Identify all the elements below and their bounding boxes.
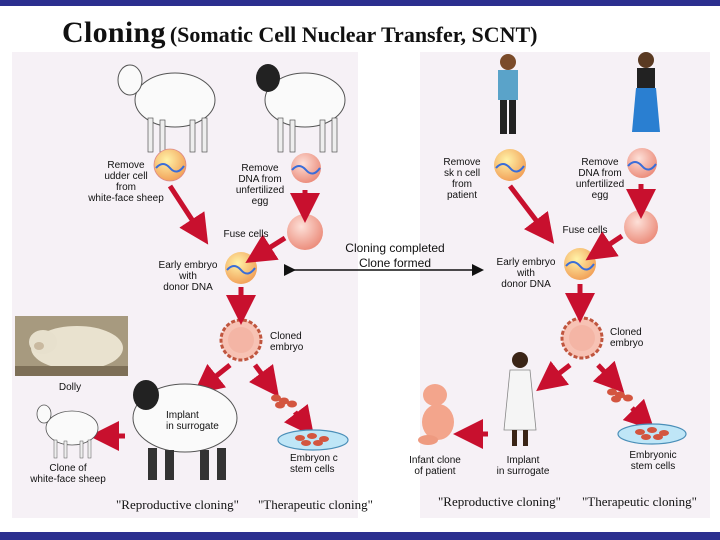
cloned-embryo-left	[219, 318, 263, 362]
title-sub: (Somatic Cell Nuclear Transfer, SCNT)	[169, 22, 538, 47]
slide-title: Cloning (Somatic Cell Nuclear Transfer, …	[62, 16, 537, 50]
white-face-sheep-illustration	[117, 64, 216, 153]
caption-reproductive-right: "Reproductive cloning"	[438, 494, 561, 509]
bottom-frame-bar	[0, 532, 720, 540]
dolly-photo	[15, 316, 128, 376]
early-embryo-right	[564, 248, 596, 280]
female-egg-donor-illustration	[632, 52, 660, 132]
enucleated-egg-right	[624, 210, 658, 244]
enucleated-egg-left	[287, 214, 323, 250]
cell-cluster-right	[607, 388, 633, 403]
cloned-embryo-right	[560, 316, 604, 360]
label-fuse-cells-left: Fuse cells	[223, 229, 269, 240]
caption-therapeutic-right: "Therapeutic cloning"	[582, 494, 697, 509]
label-dolly: Dolly	[58, 382, 82, 393]
petri-dish-left	[277, 429, 349, 451]
petri-dish-right	[617, 423, 687, 445]
title-main: Cloning	[62, 16, 166, 49]
surrogate-woman-illustration	[503, 352, 537, 446]
caption-therapeutic-left: "Therapeutic cloning"	[258, 497, 373, 512]
clone-sheep-left	[36, 404, 99, 459]
udder-cell-left	[153, 148, 187, 182]
label-cloning-completed: Cloning completed	[345, 241, 445, 255]
left-process-arrows	[89, 184, 320, 451]
cell-cluster-left	[271, 394, 297, 409]
male-patient-illustration	[498, 54, 518, 134]
right-process-arrows	[453, 184, 656, 449]
label-clone-formed: Clone formed	[358, 256, 432, 270]
skin-cell-right	[494, 149, 526, 181]
unfertilized-egg-left	[291, 153, 321, 183]
surrogate-sheep-left	[132, 380, 238, 480]
black-face-sheep-illustration	[256, 64, 346, 153]
infant-clone-illustration	[418, 384, 454, 445]
early-embryo-left	[225, 252, 257, 284]
unfertilized-egg-right	[627, 148, 657, 178]
caption-reproductive-left: "Reproductive cloning"	[116, 497, 239, 512]
top-frame-bar	[0, 0, 720, 6]
label-fuse-cells-right: Fuse cells	[562, 225, 608, 236]
